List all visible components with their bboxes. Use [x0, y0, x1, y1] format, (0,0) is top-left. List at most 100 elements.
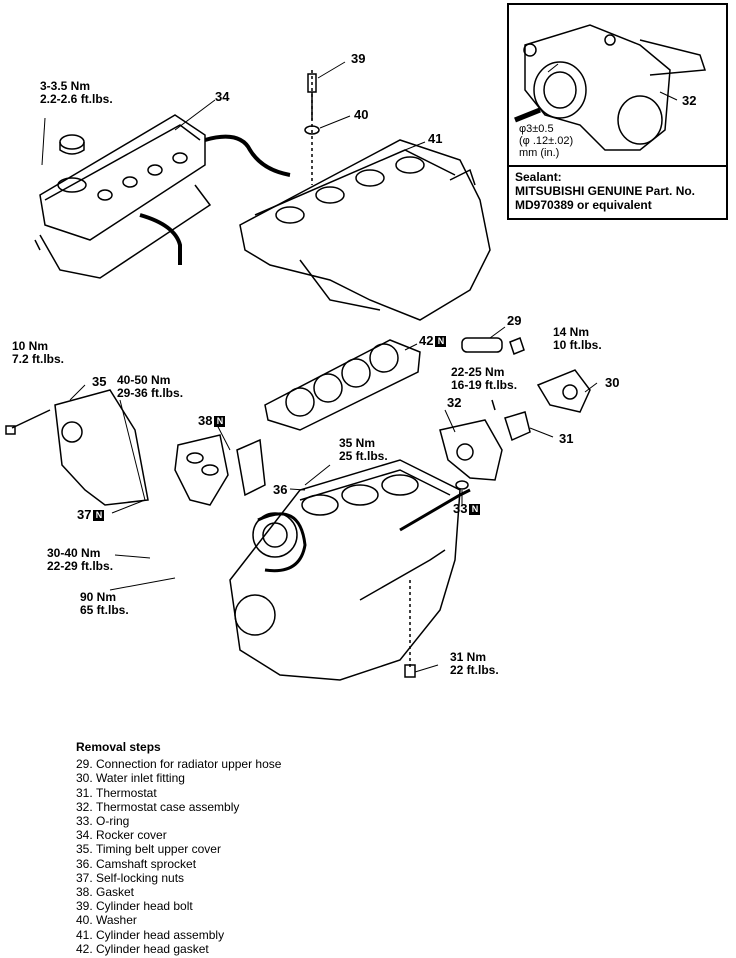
label-32: 32 — [447, 395, 462, 410]
label-30: 30 — [605, 375, 620, 390]
step-text: Connection for radiator upper hose — [96, 757, 282, 772]
new-part-badge: N — [435, 336, 447, 347]
engine-block-drawing — [229, 459, 471, 681]
step-number: 40. — [76, 913, 93, 928]
step-number: 36. — [76, 856, 93, 871]
sealant-note: Sealant: MITSUBISHI GENUINE Part. No. MD… — [515, 170, 695, 212]
torque-imperial: 16-19 ft.lbs. — [451, 378, 518, 392]
sealant-title: Sealant: — [515, 170, 562, 184]
list-item: 38.Gasket — [76, 885, 281, 899]
step-number: 35. — [76, 842, 93, 857]
rocker-cover-drawing — [34, 114, 291, 279]
list-item: 37.Self-locking nuts — [76, 871, 281, 885]
step-text: Gasket — [96, 885, 135, 900]
label-38-number: 38 — [198, 413, 213, 428]
label-29: 29 — [507, 313, 522, 328]
timing-cover-drawing — [5, 389, 149, 506]
inset-dim-metric: φ3±0.5 — [519, 123, 554, 135]
new-part-badge: N — [93, 510, 105, 521]
list-item: 39.Cylinder head bolt — [76, 899, 281, 913]
torque-imperial: 65 ft.lbs. — [80, 603, 129, 617]
torque-imperial: 2.2-2.6 ft.lbs. — [40, 92, 113, 106]
step-number: 30. — [76, 771, 93, 786]
list-item: 34.Rocker cover — [76, 828, 281, 842]
label-33-number: 33 — [453, 501, 468, 516]
step-text: Self-locking nuts — [96, 870, 185, 885]
list-item: 35.Timing belt upper cover — [76, 842, 281, 856]
step-number: 29. — [76, 757, 93, 772]
label-36: 36 — [273, 482, 288, 497]
step-text: Water inlet fitting — [96, 771, 185, 786]
sealant-equivalent: MD970389 or equivalent — [515, 198, 652, 212]
list-item: 29.Connection for radiator upper hose — [76, 757, 281, 771]
step-text: Cylinder head bolt — [96, 899, 193, 914]
step-number: 42. — [76, 941, 93, 956]
sealant-part-number: MITSUBISHI GENUINE Part. No. — [515, 184, 696, 198]
inset-divider — [509, 165, 726, 167]
list-item: 30.Water inlet fitting — [76, 771, 281, 785]
step-text: Thermostat — [96, 785, 157, 800]
inset-thermostat-case-drawing — [514, 24, 707, 151]
torque-metric: 90 Nm — [80, 590, 117, 604]
inset-dim-units: mm (in.) — [519, 147, 560, 159]
torque-metric: 40-50 Nm — [117, 373, 171, 387]
label-41: 41 — [428, 131, 443, 146]
torque-metric: 14 Nm — [553, 325, 590, 339]
step-text: Camshaft sprocket — [96, 856, 197, 871]
torque-metric: 30-40 Nm — [47, 546, 101, 560]
list-item: 42.Cylinder head gasket — [76, 942, 281, 956]
torque-imperial: 22-29 ft.lbs. — [47, 559, 114, 573]
label-35: 35 — [92, 374, 107, 389]
removal-steps-title: Removal steps — [76, 740, 161, 754]
list-item: 36.Camshaft sprocket — [76, 857, 281, 871]
list-item: 32.Thermostat case assembly — [76, 800, 281, 814]
label-37-number: 37 — [77, 507, 92, 522]
step-text: Timing belt upper cover — [96, 842, 221, 857]
torque-metric: 31 Nm — [450, 650, 487, 664]
step-text: Cylinder head assembly — [96, 927, 225, 942]
torque-imperial: 7.2 ft.lbs. — [12, 352, 65, 366]
torque-metric: 3-3.5 Nm — [40, 79, 91, 93]
label-39: 39 — [351, 51, 366, 66]
label-40: 40 — [354, 107, 369, 122]
torque-imperial: 22 ft.lbs. — [450, 663, 499, 677]
new-part-badge: N — [214, 416, 226, 427]
new-part-badge: N — [469, 504, 481, 515]
list-item: 40.Washer — [76, 913, 281, 927]
thermostat-case-inset: φ3±0.5 (φ .12±.02) mm (in.) Sealant: MIT… — [507, 3, 728, 220]
step-number: 41. — [76, 927, 93, 942]
step-number: 37. — [76, 870, 93, 885]
thermostat-parts-drawing — [439, 337, 591, 490]
torque-imperial: 25 ft.lbs. — [339, 449, 388, 463]
step-number: 33. — [76, 814, 93, 829]
step-number: 38. — [76, 885, 93, 900]
torque-metric: 22-25 Nm — [451, 365, 505, 379]
label-42-number: 42 — [419, 333, 434, 348]
torque-imperial: 10 ft.lbs. — [553, 338, 602, 352]
step-number: 34. — [76, 828, 93, 843]
step-text: Rocker cover — [96, 828, 167, 843]
list-item: 31.Thermostat — [76, 786, 281, 800]
gasket-38-drawing — [174, 434, 266, 506]
step-number: 32. — [76, 799, 93, 814]
label-31: 31 — [559, 431, 574, 446]
head-gasket-drawing — [264, 339, 421, 431]
step-text: Cylinder head gasket — [96, 941, 209, 956]
label-32-inset: 32 — [682, 93, 697, 108]
inset-dim-imperial: (φ .12±.02) — [519, 135, 574, 147]
list-item: 33.O-ring — [76, 814, 281, 828]
list-item: 41.Cylinder head assembly — [76, 928, 281, 942]
